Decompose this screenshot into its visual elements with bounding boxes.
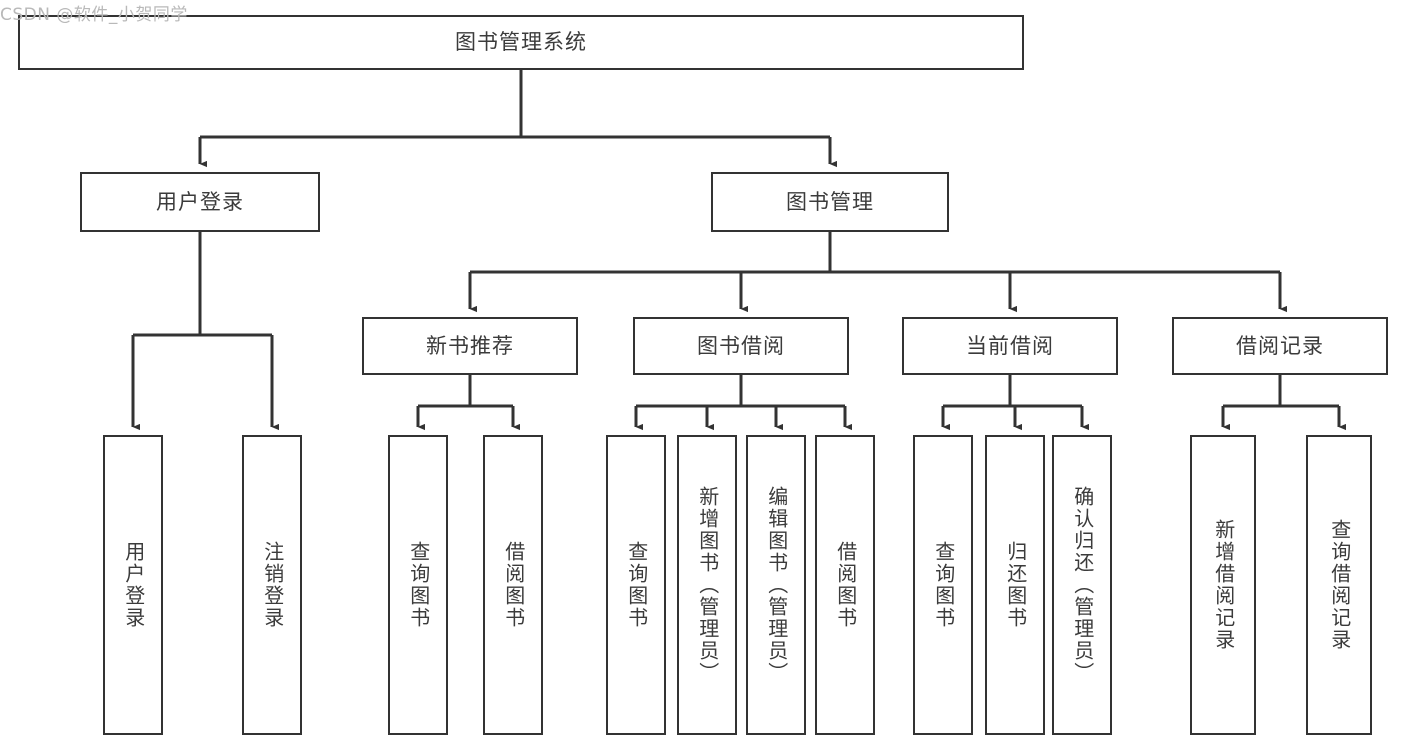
- node-label: 新增图书（管理员）: [695, 486, 720, 684]
- node-label: 查询图书: [931, 541, 956, 629]
- node-label: 查询图书: [624, 541, 649, 629]
- node-current-borrow: 当前借阅: [902, 317, 1118, 375]
- node-label: 编辑图书（管理员）: [764, 486, 789, 684]
- node-leaf-query-book-borrow: 查询图书: [606, 435, 666, 735]
- node-leaf-add-book-admin: 新增图书（管理员）: [677, 435, 737, 735]
- watermark-text: CSDN @软件_小贺同学: [0, 5, 188, 25]
- node-label: 查询图书: [406, 541, 431, 629]
- node-leaf-query-borrow-record: 查询借阅记录: [1306, 435, 1372, 735]
- node-book-borrow: 图书借阅: [633, 317, 849, 375]
- node-label: 借阅图书: [501, 541, 526, 629]
- node-leaf-return-book: 归还图书: [985, 435, 1045, 735]
- node-label: 归还图书: [1003, 541, 1028, 629]
- node-label: 当前借阅: [966, 333, 1054, 358]
- node-leaf-borrow-book: 借阅图书: [815, 435, 875, 735]
- node-label: 借阅图书: [833, 541, 858, 629]
- node-borrow-record: 借阅记录: [1172, 317, 1388, 375]
- node-leaf-edit-book-admin: 编辑图书（管理员）: [746, 435, 806, 735]
- node-leaf-user-login: 用户登录: [103, 435, 163, 735]
- node-leaf-query-book-rec: 查询图书: [388, 435, 448, 735]
- node-label: 确认归还（管理员）: [1070, 486, 1095, 684]
- node-label: 图书借阅: [697, 333, 785, 358]
- node-leaf-query-book-current: 查询图书: [913, 435, 973, 735]
- node-leaf-logout: 注销登录: [242, 435, 302, 735]
- node-label: 查询借阅记录: [1327, 519, 1352, 651]
- node-book-manage: 图书管理: [711, 172, 949, 232]
- node-label: 用户登录: [121, 541, 146, 629]
- node-leaf-confirm-return-admin: 确认归还（管理员）: [1052, 435, 1112, 735]
- node-label: 借阅记录: [1236, 333, 1324, 358]
- node-leaf-borrow-book-rec: 借阅图书: [483, 435, 543, 735]
- node-root: 图书管理系统: [18, 15, 1024, 70]
- node-label: 图书管理: [786, 189, 874, 214]
- node-label: 新书推荐: [426, 333, 514, 358]
- node-label: 图书管理系统: [455, 30, 587, 54]
- node-label: 注销登录: [260, 541, 285, 629]
- node-new-book-recommend: 新书推荐: [362, 317, 578, 375]
- node-leaf-add-borrow-record: 新增借阅记录: [1190, 435, 1256, 735]
- node-label: 用户登录: [156, 189, 244, 214]
- node-label: 新增借阅记录: [1211, 519, 1236, 651]
- node-user-login: 用户登录: [80, 172, 320, 232]
